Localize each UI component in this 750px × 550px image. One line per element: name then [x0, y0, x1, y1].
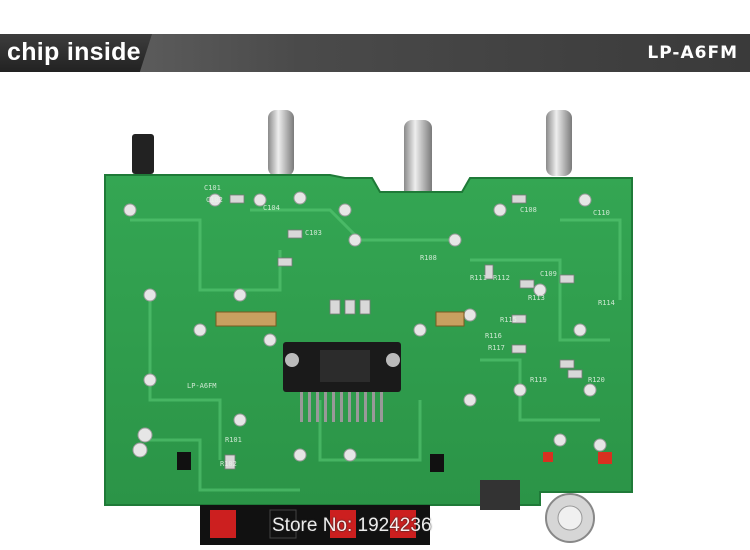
solder-pads — [123, 191, 607, 462]
svg-text:R102: R102 — [220, 460, 237, 468]
circuit-traces — [130, 208, 622, 492]
svg-text:R119: R119 — [530, 376, 547, 384]
potentiometer-knobs — [132, 110, 572, 200]
svg-text:C108: C108 — [520, 206, 537, 214]
svg-text:R117: R117 — [488, 344, 505, 352]
led-red-left — [543, 452, 553, 462]
svg-text:C101: C101 — [204, 184, 221, 192]
svg-text:R108: R108 — [420, 254, 437, 262]
svg-text:C102: C102 — [206, 196, 223, 204]
svg-text:R111: R111 — [470, 274, 487, 282]
model-label: LP-A6FM — [647, 43, 738, 63]
speaker-terminals — [200, 505, 430, 545]
rca-jacks — [480, 480, 595, 543]
header-banner: chip inside LP-A6FM — [0, 34, 750, 72]
svg-text:R114: R114 — [598, 299, 615, 307]
knob-3 — [546, 110, 572, 176]
knob-1 — [268, 110, 294, 176]
svg-text:C103: C103 — [305, 229, 322, 237]
svg-text:R120: R120 — [588, 376, 605, 384]
svg-text:R101: R101 — [225, 436, 242, 444]
svg-text:C104: C104 — [263, 204, 280, 212]
heatsink-bar-left — [215, 311, 277, 327]
svg-text:C110: C110 — [593, 209, 610, 217]
svg-text:R113: R113 — [528, 294, 545, 302]
store-watermark: Store No: 1924236 — [272, 515, 432, 536]
jumper-left — [177, 452, 191, 470]
svg-text:R115: R115 — [500, 316, 517, 324]
banner-title: chip inside — [7, 38, 141, 66]
jumper-right — [430, 454, 444, 472]
heatsink-bar-right — [435, 311, 465, 327]
knob-2 — [404, 120, 432, 200]
svg-text:R116: R116 — [485, 332, 502, 340]
power-switch — [132, 134, 154, 174]
led-red-right — [598, 452, 612, 464]
svg-text:LP-A6FM: LP-A6FM — [187, 382, 217, 390]
banner-tab — [0, 34, 152, 72]
svg-text:R112: R112 — [493, 274, 510, 282]
amplifier-chip — [283, 342, 401, 422]
svg-text:C109: C109 — [540, 270, 557, 278]
smd-components — [224, 194, 583, 470]
